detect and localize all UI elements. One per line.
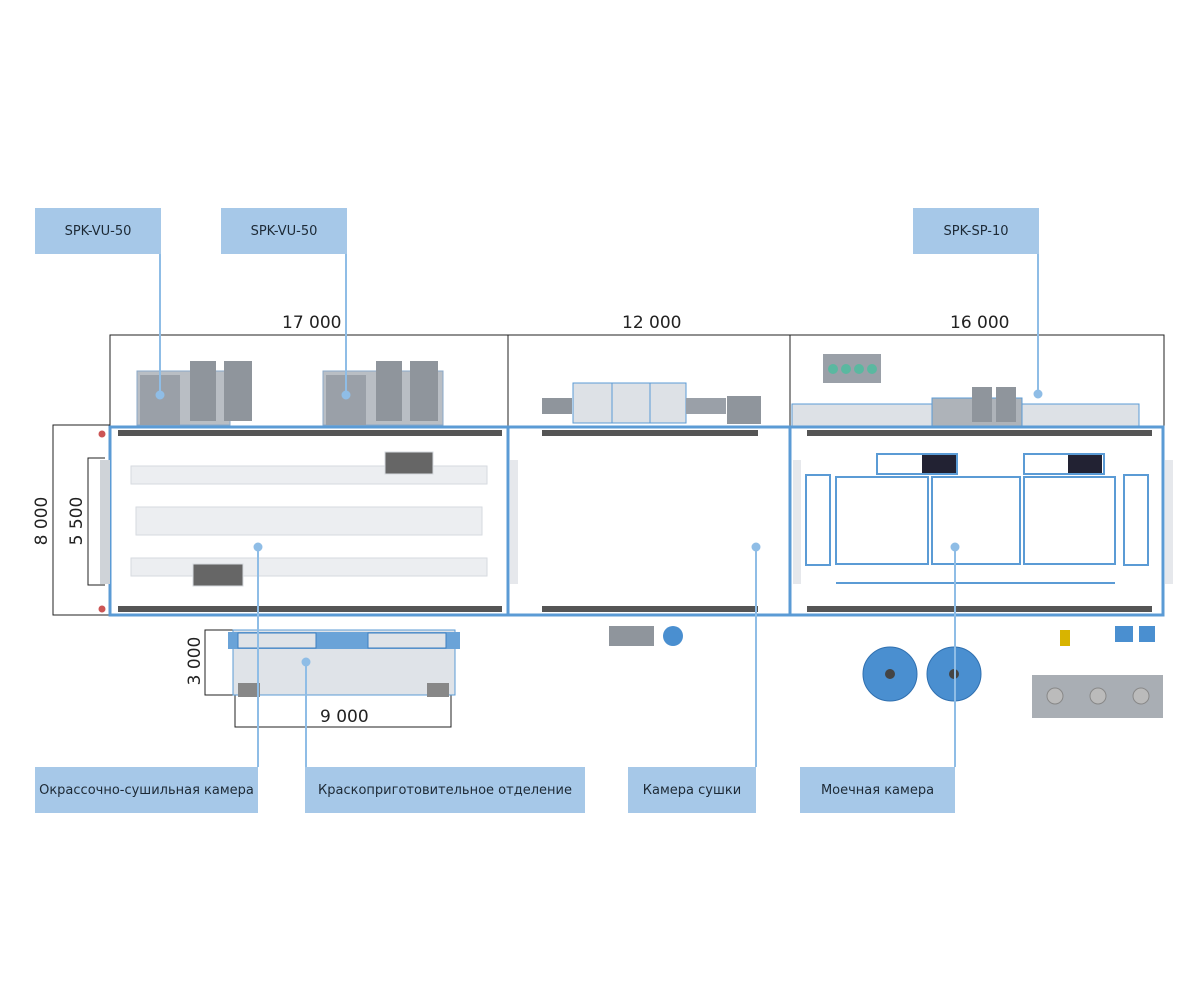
- dim-prep-width: 3 000: [185, 636, 205, 686]
- dim-total-width: 8 000: [32, 496, 52, 546]
- dim-section3: 16 000: [950, 313, 1010, 333]
- dryer-unit: [542, 382, 761, 424]
- callout-paint-dry-booth: Окрассочно-сушильная камера: [35, 767, 258, 813]
- dim-section2: 12 000: [622, 313, 682, 333]
- wash-units: [791, 354, 1140, 427]
- callout-spk-vu-50-2: SPK-VU-50: [221, 208, 347, 254]
- callout-drying-chamber: Камера сушки: [628, 767, 756, 813]
- wash-chamber-interior: [805, 453, 1149, 584]
- dim-prep-length: 9 000: [320, 707, 369, 727]
- callout-spk-sp-10: SPK-SP-10: [913, 208, 1039, 254]
- leader-lines: [155, 254, 1043, 767]
- callout-wash-chamber: Моечная камера: [800, 767, 955, 813]
- paint-prep-room: [228, 629, 460, 697]
- dim-section1: 17 000: [282, 313, 342, 333]
- dim-inner-width: 5 500: [67, 496, 87, 546]
- conveyor-grates: [130, 451, 488, 587]
- dimension-lines: [52, 334, 1165, 728]
- callout-spk-vu-50-1: SPK-VU-50: [35, 208, 161, 254]
- external-equipment: [609, 626, 1163, 718]
- callout-paint-prep-room: Краскоприготовительное отделение: [305, 767, 585, 813]
- spray-booth-units: [136, 361, 444, 426]
